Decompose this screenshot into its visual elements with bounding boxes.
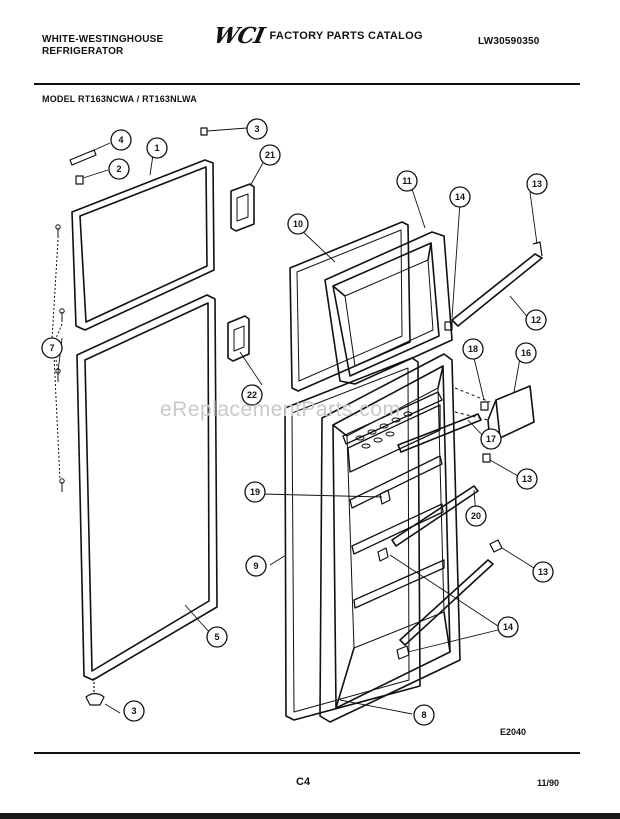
callout-3-bottom [123,700,145,722]
callout-label-9: 9 [253,561,258,571]
callout-label-13-mid: 13 [522,474,532,484]
callout-13-bottom [532,561,554,583]
callout-label-4: 4 [118,135,123,145]
callout-10 [287,213,309,235]
callout-label-1: 1 [154,143,159,153]
catalog-logo-group: WCI FACTORY PARTS CATALOG [211,23,423,49]
brand-line-1: WHITE-WESTINGHOUSE [42,34,164,45]
callout-2 [108,158,130,180]
small-hardware [69,127,208,706]
callout-4 [110,129,132,151]
callout-17 [480,428,502,450]
freezer-door-gasket [71,159,215,331]
callout-13-top [526,173,548,195]
catalog-title: FACTORY PARTS CATALOG [269,30,423,42]
callout-label-14-bottom: 14 [503,622,513,632]
scan-edge [0,813,620,819]
callout-9 [245,555,267,577]
callout-14-top [449,186,471,208]
catalog-number: LW30590350 [478,36,540,47]
callout-7 [41,337,63,359]
header-rule [34,83,580,85]
leader-lines [57,127,538,715]
callout-18 [462,338,484,360]
callout-label-10: 10 [293,219,303,229]
callout-19 [244,481,266,503]
callout-label-13-top: 13 [532,179,542,189]
door-shelf-bars [391,413,494,646]
callout-label-13-bottom: 13 [538,567,548,577]
callout-12 [525,309,547,331]
callout-1 [146,137,168,159]
callout-label-16: 16 [521,348,531,358]
hinge-screws [51,224,65,492]
brand-label: WHITE-WESTINGHOUSE REFRIGERATOR [42,34,163,58]
callout-22 [241,384,263,406]
egg-tray [355,411,413,449]
callout-3-top [246,118,268,140]
callout-label-3-top: 3 [254,124,259,134]
callout-label-21: 21 [265,150,275,160]
fresh-food-door [284,353,461,723]
callout-20 [465,505,487,527]
door-handles [227,183,255,362]
callout-16 [515,342,537,364]
callout-label-12: 12 [531,315,541,325]
callout-label-17: 17 [486,434,496,444]
model-label: MODEL RT163NCWA / RT163NLWA [42,94,197,104]
callout-label-8: 8 [421,710,426,720]
callout-11 [396,170,418,192]
page-number: C4 [296,776,311,788]
revision-date: 11/90 [537,778,560,788]
callout-21 [259,144,281,166]
callout-label-2: 2 [116,164,121,174]
callout-5 [206,626,228,648]
callout-8 [413,704,435,726]
footer-rule [34,752,580,754]
callout-label-14-top: 14 [455,192,465,202]
callout-label-7: 7 [49,343,54,353]
callout-label-18: 18 [468,344,478,354]
callout-label-5: 5 [214,632,219,642]
callout-label-19: 19 [250,487,260,497]
door-shelves [342,391,445,609]
callout-label-22: 22 [247,390,257,400]
callout-14-bottom [497,616,519,638]
freezer-door [289,221,453,392]
callout-13-mid [516,468,538,490]
callout-label-20: 20 [471,511,481,521]
figure-code: E2040 [500,727,527,737]
callout-label-11: 11 [402,176,412,186]
callout-label-3-bottom: 3 [131,706,136,716]
fresh-food-door-gasket [76,294,218,681]
freezer-shelf-bar [451,241,543,327]
brand-line-2: REFRIGERATOR [42,46,124,57]
